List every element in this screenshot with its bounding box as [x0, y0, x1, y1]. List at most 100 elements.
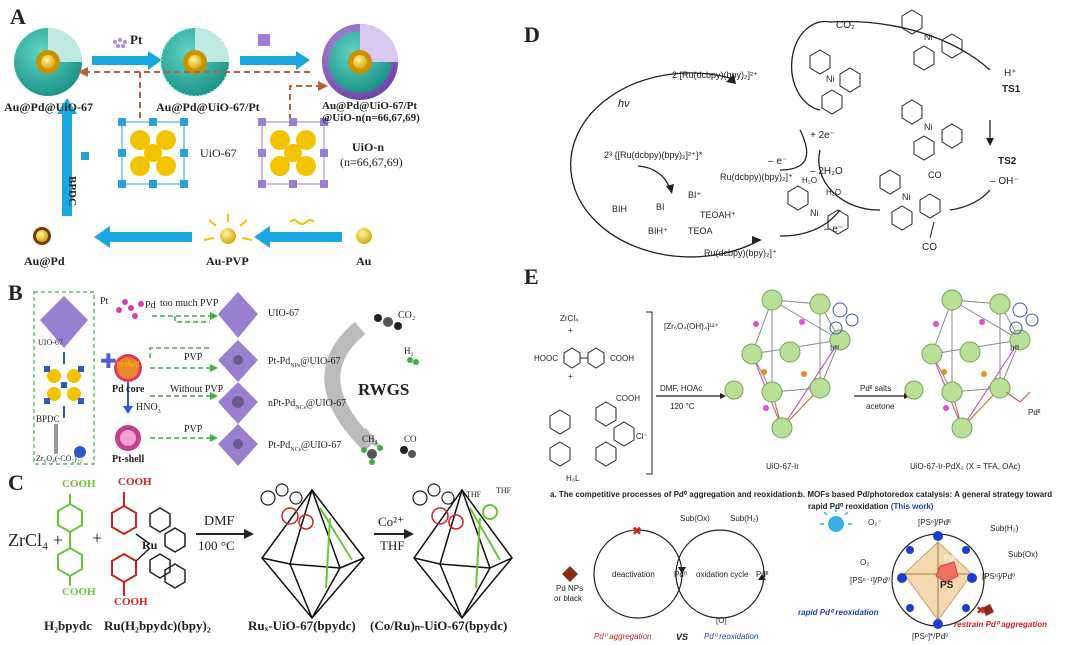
h3l-structure [549, 401, 635, 467]
photoredox-cycle [891, 531, 985, 629]
label-ir-2: Irᴵᴵᴵ [1010, 344, 1019, 353]
arrow-a3 [110, 232, 192, 242]
label-uio67-top: UIO-67 [268, 308, 300, 319]
label-oh-minus: – OH⁻ [990, 176, 1019, 187]
label-cooh-green-top: COOH [62, 478, 96, 490]
panel-label-c: C [8, 470, 24, 495]
label-ch4: CH₄ [362, 434, 378, 444]
co-molecule [400, 446, 416, 458]
label-e-minus-1: – e⁻ [768, 156, 788, 167]
label-oxidation-cycle: oxidation cycle [696, 570, 749, 579]
arrow-a2 [240, 56, 296, 65]
ni-complex-2 [901, 9, 963, 71]
label-zr-cluster: Zr₆O₄(-CO₂)₁₂ [36, 454, 83, 463]
label-cooh-green-bot: COOH [62, 586, 96, 598]
label-ni-1: Ni [826, 74, 835, 84]
rwgs-arc [324, 321, 376, 452]
panel-c-graphics [57, 483, 513, 620]
uio67-lattice-b [44, 366, 84, 404]
label-ni-5: Ni [810, 208, 819, 218]
label-o: [O] [716, 616, 727, 625]
sun-icon [828, 516, 844, 532]
h2-molecule [407, 357, 419, 365]
label-pd0-reox: Pd⁰ reoxidation [704, 632, 759, 641]
ni-complex-5 [787, 185, 849, 235]
pt-shell-particle [115, 425, 141, 451]
label-ru-bottom: Ru(dcbpy)(bpy)₂]⁺ [704, 248, 777, 258]
label-rapid: rapid Pd⁰ reoxidation [798, 608, 879, 617]
ni-complex-3 [901, 99, 963, 161]
label-sub-h2-a: Sub(H₂) [730, 514, 759, 523]
label-o2: O₂ [860, 558, 870, 567]
label-ru-plus: Ru(dcbpy)(bpy)₂]⁺ [720, 172, 793, 182]
mof-sphere-2 [160, 27, 230, 97]
label-restrain: restrain Pd⁰ aggregation [954, 620, 1048, 629]
label-pvp-1: PVP [184, 352, 203, 363]
label-pd2-a: Pdᴵᴵ [756, 570, 769, 579]
label-plus-e2: + [568, 372, 573, 381]
label-ru-top: 2 [Ru(dcbpy)(bpy)₂]²⁺ [672, 70, 758, 80]
label-co2plus: Co²⁺ [378, 514, 404, 529]
title-sub-a: a. The competitive processes of Pd⁰ aggr… [550, 490, 800, 499]
uion-lattice [258, 118, 328, 188]
panel-label-a: A [10, 4, 26, 29]
arrow-a4 [270, 232, 342, 242]
label-pt-ion: Pt [100, 296, 109, 307]
label-sub-ox-a: Sub(Ox) [680, 514, 710, 523]
label-bih-plus: BIH⁺ [648, 226, 668, 236]
label-teoah: TEOAH⁺ [700, 210, 736, 220]
label-ps-n-pd2: [PSⁿ]/Pdᴵᴵ [918, 518, 951, 527]
label-bi: BI [656, 202, 665, 212]
label-coru: (Co/Ru)ₙ-UiO-67(bpydc) [370, 618, 508, 633]
label-uio-ir-pd: UiO-67-Ir-PdX₂ (X = TFA, OAc) [910, 462, 1021, 471]
svg-text:✚: ✚ [100, 351, 117, 373]
label-pd0-a: Pd⁰ [674, 570, 687, 579]
label-aupvp: Au-PVP [206, 254, 249, 268]
label-acetone: acetone [866, 402, 895, 411]
label-h2o-a: H₂O [802, 176, 818, 185]
label-ni-3: Ni [924, 122, 933, 132]
octahedron-rux [261, 488, 365, 620]
uio-cube-small [258, 34, 270, 46]
label-uio67-left: UIO-67 [38, 338, 63, 347]
title-sub-b2: rapid Pd⁰ reoxidation (This work) [808, 502, 934, 511]
panel-d-graphics [570, 9, 994, 258]
label-h-plus: H⁺ [1004, 68, 1017, 79]
mof-uio67-ir [724, 289, 859, 439]
label-pd-ii: Pdᴵᴵ [1028, 408, 1041, 417]
label-ir-1: Irᴵᴵᴵ [830, 344, 839, 353]
panel-e-graphics: ✖ ✖ [549, 289, 1039, 629]
label-ni-4: Ni [902, 192, 911, 202]
label-final-2: @UiO-n(n=66,67,69) [322, 112, 420, 124]
label-ps-star: [PSⁿ]*/Pd⁰ [912, 632, 949, 641]
label-pvp-2: PVP [184, 424, 203, 435]
label-uio67: UiO-67 [200, 146, 237, 160]
label-h2o-b: H₂O [826, 188, 842, 197]
panel-b-graphics: ✚ [33, 291, 419, 466]
arrow-bpdc [62, 112, 72, 216]
label-sub-ox-b: Sub(Ox) [1008, 550, 1038, 559]
label-hooc: HOOC [534, 354, 558, 363]
photo-cycle [570, 72, 761, 258]
label-zrcl4-e: ZrCl₄ [560, 314, 579, 323]
label-cooh-red-bot: COOH [114, 596, 148, 608]
pt-label: Pt [130, 32, 143, 47]
label-co2-d: CO₂ [836, 20, 855, 31]
label-aupd: Au@Pd [24, 254, 65, 268]
label-ru-excited: 2³ {[Ru(dcbpy)(bpy)₂]²⁺}* [604, 150, 703, 160]
label-dmf-e: DMF, HOAc [660, 384, 703, 393]
label-aupdu: Au@Pd@UiO-67 [4, 100, 93, 114]
label-hv: hν [618, 98, 630, 110]
panel-label-e: E [524, 264, 539, 289]
label-co-b: CO [404, 434, 417, 444]
panel-b: B ✚ [0, 278, 420, 468]
ni-complex-1 [809, 49, 861, 115]
label-deactivation: deactivation [612, 570, 655, 579]
label-thf-b: THF [496, 486, 512, 495]
label-pt-shell: Pt-shell [112, 454, 145, 465]
label-rux: Ruₓ-UiO-67(bpydc) [248, 618, 356, 633]
ru-bpydc-structure [111, 492, 137, 596]
label-cluster: [Zr₆O₄(OH)₄]¹²⁺ [664, 322, 719, 331]
bpydc-structure [563, 347, 605, 369]
label-ru-complex: Ru(H₂bpydc)(bpy)₂ [104, 618, 211, 633]
